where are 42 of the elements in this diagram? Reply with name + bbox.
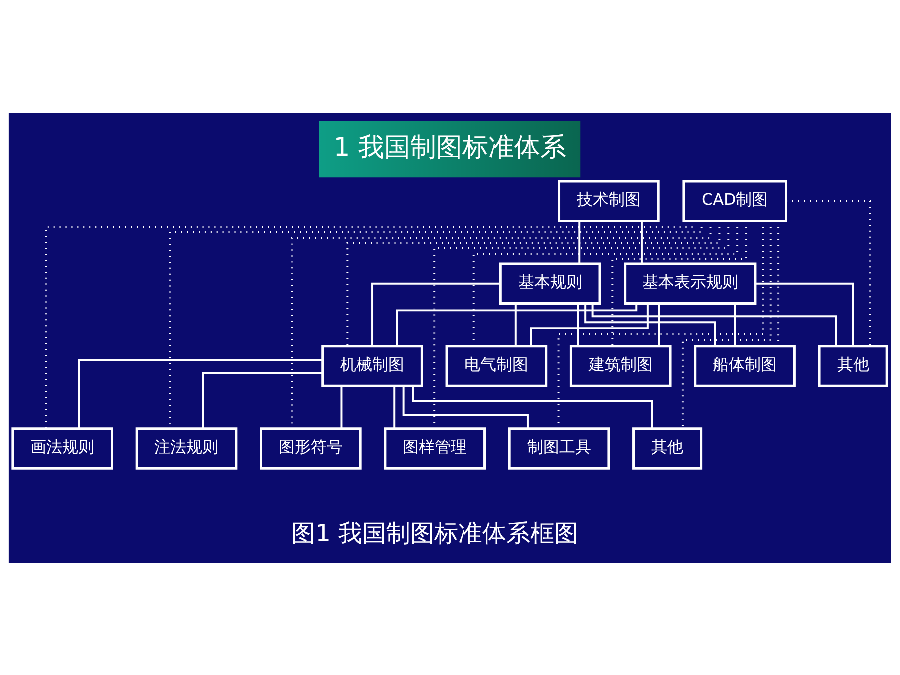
connector — [396, 303, 638, 346]
node-box: 基本表示规则 — [624, 262, 757, 304]
diagram-title: 1 我国制图标准体系 — [334, 132, 566, 163]
connector — [786, 200, 872, 346]
node-box: 机械制图 — [322, 344, 424, 387]
node-box: 图形符号 — [260, 427, 362, 470]
connector — [291, 221, 712, 428]
connector — [612, 221, 748, 346]
connector — [45, 220, 694, 428]
connector — [402, 386, 529, 428]
connector — [756, 282, 854, 346]
node-box: 电气制图 — [446, 344, 548, 387]
connector — [514, 303, 517, 346]
connector — [578, 220, 581, 264]
connector — [346, 220, 721, 346]
connector — [412, 386, 654, 428]
connector — [340, 386, 343, 428]
connector — [658, 303, 660, 346]
connector — [394, 386, 396, 428]
node-box: 画法规则 — [12, 427, 114, 470]
connector — [169, 220, 703, 428]
node-box: 其他 — [632, 427, 703, 470]
connector — [78, 358, 323, 428]
node-box: 船体制图 — [694, 344, 796, 387]
connector — [530, 303, 649, 346]
node-box: 建筑制图 — [570, 344, 672, 387]
connector — [577, 303, 580, 346]
connector — [584, 304, 716, 346]
node-box: 注法规则 — [136, 427, 238, 470]
node-box: 其他 — [818, 344, 888, 387]
node-box: 基本规则 — [499, 262, 602, 304]
node-box: 制图工具 — [508, 427, 610, 470]
connector — [202, 372, 323, 428]
connector — [372, 282, 500, 346]
node-box: 图样管理 — [384, 427, 486, 470]
connector — [472, 220, 739, 346]
caption: 图1 我国制图标准体系框图 — [292, 518, 578, 547]
node-box: CAD制图 — [682, 180, 788, 222]
connector — [640, 220, 643, 264]
connector — [734, 303, 736, 346]
node-box: 技术制图 — [558, 180, 660, 222]
connector — [592, 304, 838, 346]
